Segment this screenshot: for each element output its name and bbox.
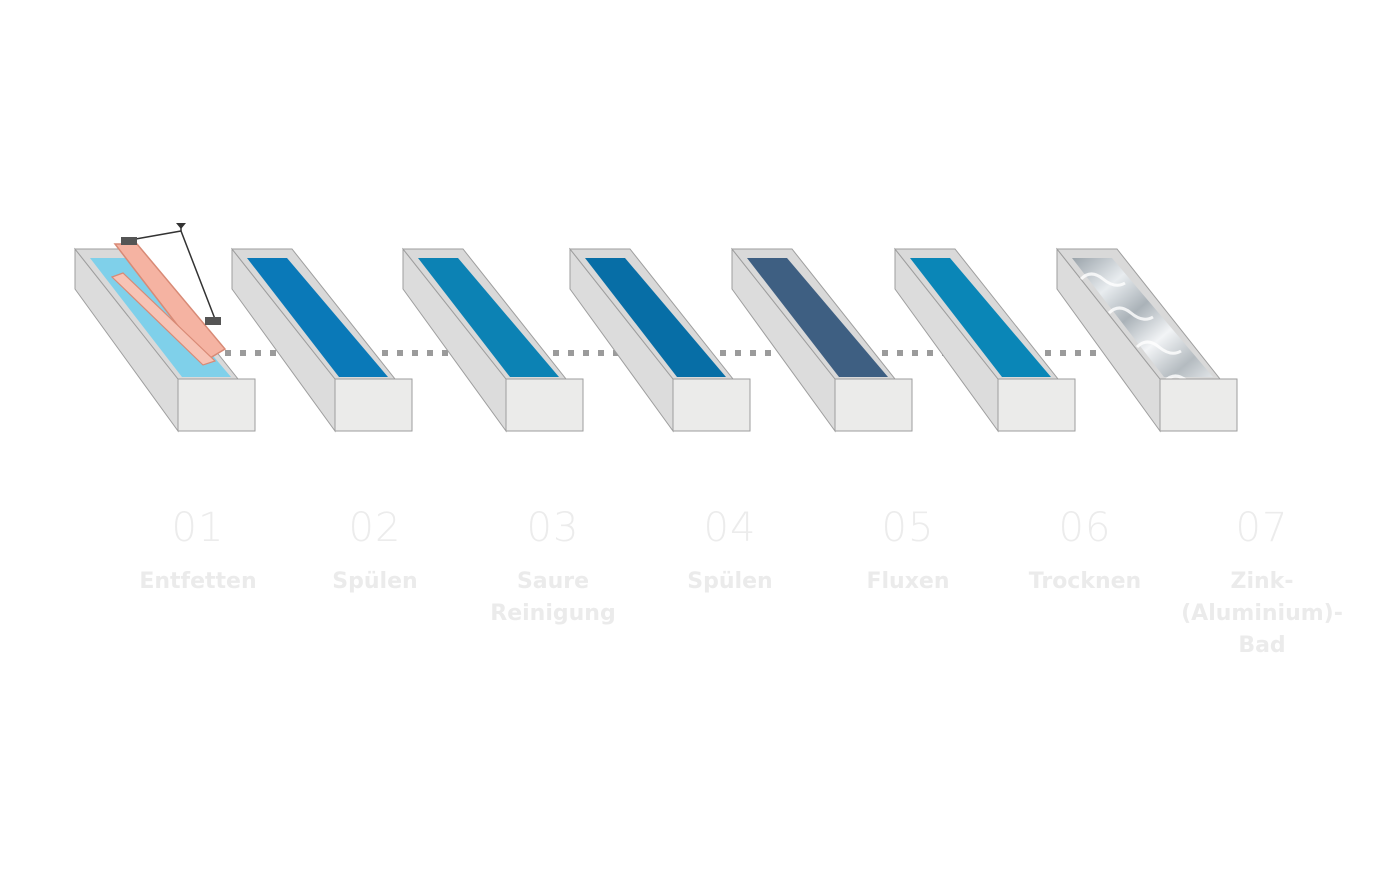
tank-front-face (334, 378, 413, 432)
tank-02 (230, 247, 413, 433)
liquid-surface (585, 258, 726, 377)
step-label: Spülen (332, 569, 418, 594)
clamp-icon (205, 317, 221, 325)
hoist-hook-icon (176, 223, 186, 229)
zinc-highlight (1107, 306, 1154, 321)
liquid-surface (747, 258, 888, 377)
liquid-surface (910, 258, 1051, 377)
steel-beam-flange (110, 272, 217, 366)
step-label: Zink- (Aluminium)- Bad (1181, 569, 1343, 658)
tank-03 (401, 247, 584, 433)
tank-front-face (1159, 378, 1238, 432)
tank-07 (1055, 247, 1238, 433)
step-number: 03 (526, 505, 580, 551)
step-label: Saure Reinigung (490, 569, 616, 626)
step-number: 01 (171, 505, 225, 551)
step-number: 02 (348, 505, 402, 551)
tank-front-face (997, 378, 1076, 432)
tank-04 (568, 247, 751, 433)
tank-front-face (672, 378, 751, 432)
liquid-surface (418, 258, 559, 377)
step-label: Fluxen (866, 569, 950, 594)
step-label: Entfetten (139, 569, 257, 594)
tank-01 (73, 223, 256, 433)
step-number: 06 (1058, 505, 1112, 551)
tank-06 (893, 247, 1076, 433)
step-label: Trocknen (1028, 569, 1142, 594)
zinc-highlight (1079, 272, 1126, 287)
step-number: 05 (881, 505, 935, 551)
step-label: Spülen (687, 569, 773, 594)
liquid-surface (247, 258, 388, 377)
step-number: 04 (703, 505, 757, 551)
tank-front-face (177, 378, 256, 432)
clamp-icon (121, 237, 137, 245)
step-number: 07 (1235, 505, 1289, 551)
tank-05 (730, 247, 913, 433)
tank-front-face (834, 378, 913, 432)
zinc-highlight (1135, 340, 1182, 355)
tank-group (73, 223, 1238, 433)
tank-front-face (505, 378, 584, 432)
